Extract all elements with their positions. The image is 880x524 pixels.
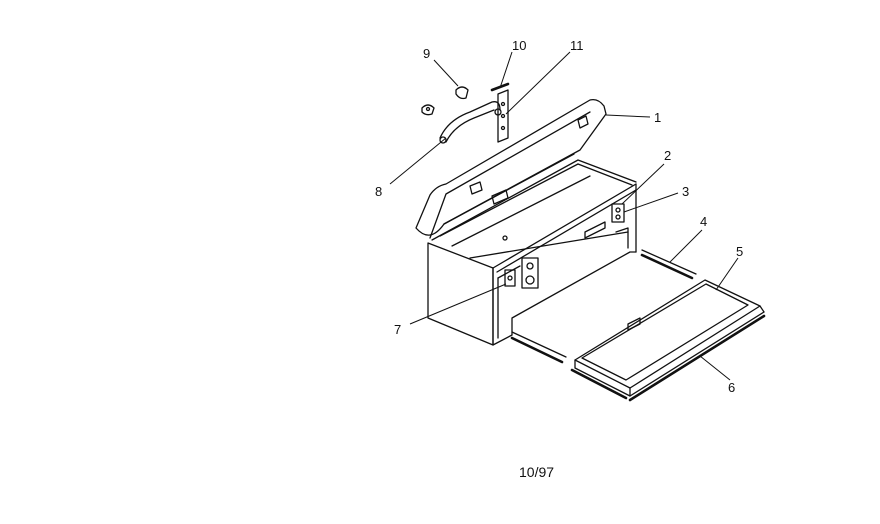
callout-10: 10 [512,38,526,53]
page-code: 10/97 [519,464,555,480]
callout-7: 7 [394,322,401,337]
leader-lines [389,51,739,381]
latch-assembly [504,257,539,289]
callout-2: 2 [664,148,671,163]
toolbox-body [427,159,637,346]
callout-4: 4 [700,214,707,229]
callout-8: 8 [375,184,382,199]
drawer-slides [510,249,766,402]
callout-3: 3 [682,184,689,199]
carry-handle [439,101,502,144]
callout-labels: 9 10 11 1 2 3 4 5 6 7 8 [375,38,743,395]
callout-11: 11 [570,38,584,53]
callout-1: 1 [654,110,661,125]
handle-clips [421,86,469,116]
callout-9: 9 [423,46,430,61]
drawer-tray [574,279,765,397]
hinge-pin-and-strap [490,82,510,143]
callout-5: 5 [736,244,743,259]
right-latch [611,203,625,223]
toolbox-lid [415,98,607,239]
callout-6: 6 [728,380,735,395]
